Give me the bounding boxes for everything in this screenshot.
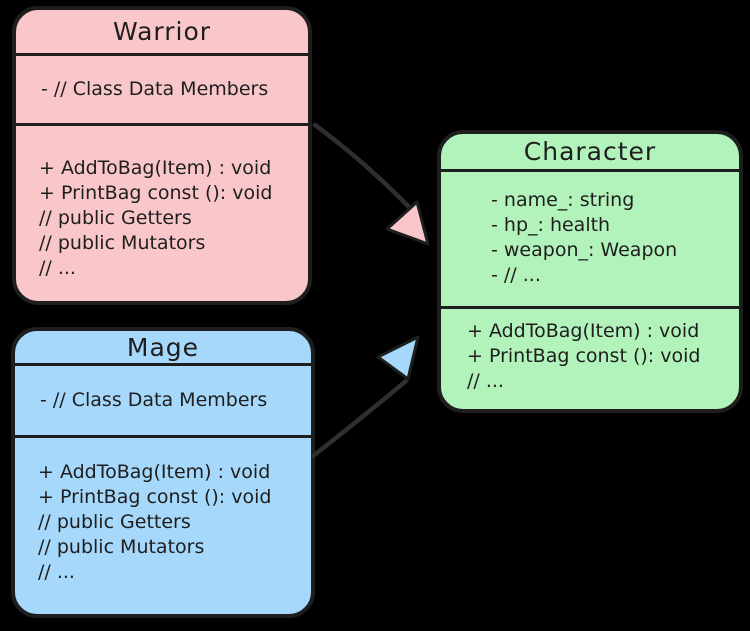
method-line: + AddToBag(Item) : void [467, 320, 700, 342]
class-title-character: Character [441, 134, 739, 172]
class-title-mage: Mage [15, 331, 311, 366]
attribute-line: - // Class Data Members [41, 78, 269, 100]
inheritance-arrow-shaft-mage-character [310, 378, 409, 459]
attribute-line: - // Class Data Members [40, 389, 268, 411]
method-line: + PrintBag const (): void [38, 486, 272, 508]
method-line: // ... [38, 561, 75, 583]
class-methods-mage: + AddToBag(Item) : void + PrintBag const… [15, 438, 311, 614]
method-line: + PrintBag const (): void [39, 182, 273, 204]
class-title-warrior: Warrior [16, 10, 308, 56]
attribute-line: - weapon_: Weapon [491, 239, 678, 261]
inheritance-arrowhead-mage-character [376, 335, 420, 381]
class-attributes-character: - name_: string - hp_: health - weapon_:… [441, 172, 739, 309]
method-line: // public Mutators [39, 232, 206, 254]
method-line: // ... [39, 257, 76, 279]
attribute-line: - name_: string [491, 189, 635, 211]
class-box-warrior: Warrior - // Class Data Members + AddToB… [12, 6, 312, 305]
attribute-line: - // ... [491, 264, 541, 286]
method-line: // public Getters [38, 511, 191, 533]
method-line: // public Mutators [38, 536, 205, 558]
inheritance-arrowhead-warrior-character [385, 200, 430, 246]
method-line: // public Getters [39, 207, 192, 229]
method-line: + PrintBag const (): void [467, 345, 701, 367]
class-box-mage: Mage - // Class Data Members + AddToBag(… [11, 327, 315, 618]
class-box-character: Character - name_: string - hp_: health … [437, 130, 743, 413]
method-line: + AddToBag(Item) : void [39, 157, 272, 179]
class-methods-warrior: + AddToBag(Item) : void + PrintBag const… [16, 126, 308, 301]
class-attributes-warrior: - // Class Data Members [16, 56, 308, 126]
method-line: + AddToBag(Item) : void [38, 461, 271, 483]
class-attributes-mage: - // Class Data Members [15, 366, 311, 438]
class-methods-character: + AddToBag(Item) : void + PrintBag const… [441, 309, 739, 409]
attribute-line: - hp_: health [491, 214, 611, 236]
method-line: // ... [467, 370, 504, 392]
inheritance-arrow-shaft-warrior-character [312, 122, 412, 210]
